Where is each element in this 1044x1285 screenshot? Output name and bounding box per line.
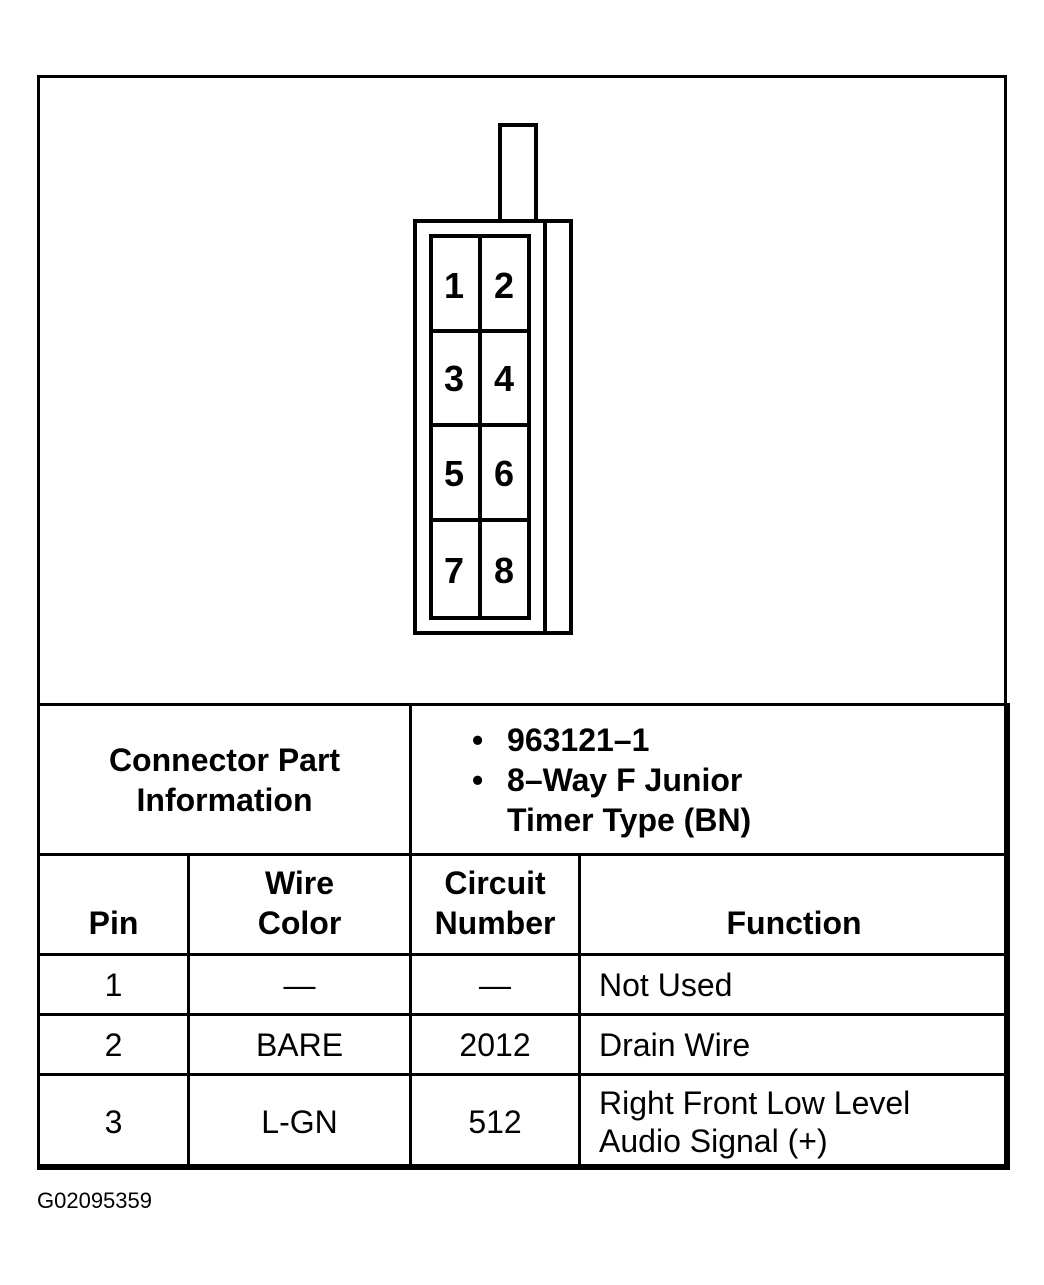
part-info-label-line2: Information [136, 781, 313, 818]
header-pin: Pin [37, 853, 190, 956]
part-info-row: Connector Part Information 963121–1 8–Wa… [36, 703, 1011, 856]
row-3-pin: 3 [37, 1073, 190, 1170]
column-header-row: Pin Wire Color Circuit Number Function [37, 853, 1011, 956]
row-3-wire-color: L-GN [186, 1073, 413, 1170]
table-row: 3 L-GN 512 Right Front Low Level Audio S… [37, 1073, 1011, 1170]
pin-6-label: 6 [494, 453, 514, 494]
header-circuit-number: Circuit Number [409, 853, 582, 956]
part-info-label-line1: Connector Part [108, 741, 341, 778]
header-wire-color-line2: Color [257, 905, 342, 941]
connector-type: 8–Way F Junior Timer Type (BN) [472, 760, 837, 840]
row-2-wire-color: BARE [186, 1013, 413, 1076]
pin-4-label: 4 [494, 358, 514, 399]
header-wire-color-line1: Wire [264, 865, 335, 901]
row-1-pin: 1 [37, 953, 190, 1016]
pin-1-label: 1 [444, 265, 464, 306]
row-1-wire-color: — [186, 953, 413, 1016]
connector-diagram: 1 2 3 4 5 6 7 8 [40, 78, 1004, 703]
pin-7-label: 7 [444, 550, 464, 591]
pin-3-label: 3 [444, 358, 464, 399]
row-2-function: Drain Wire [578, 1013, 1011, 1076]
row-2-circuit: 2012 [409, 1013, 582, 1076]
pin-2-label: 2 [494, 265, 514, 306]
connector-tab [498, 123, 538, 223]
row-1-function: Not Used [578, 953, 1011, 1016]
part-info-bullets: 963121–1 8–Way F Junior Timer Type (BN) [409, 703, 1011, 856]
row-3-circuit: 512 [409, 1073, 582, 1170]
header-circuit-line2: Number [434, 905, 556, 941]
table-row: 1 — — Not Used [37, 953, 1011, 1016]
table-row: 2 BARE 2012 Drain Wire [37, 1013, 1011, 1076]
connector-figure-frame: 1 2 3 4 5 6 7 8 Connector Part Informati… [36, 75, 1011, 1170]
connector-drawing: 1 2 3 4 5 6 7 8 [413, 123, 573, 635]
row-3-function: Right Front Low Level Audio Signal (+) [578, 1073, 1011, 1170]
pin-8-label: 8 [494, 550, 514, 591]
part-number: 963121–1 [472, 720, 1007, 760]
figure-id: G02095359 [37, 1188, 152, 1213]
row-2-pin: 2 [37, 1013, 190, 1076]
connector-info-table: Connector Part Information 963121–1 8–Wa… [36, 703, 1011, 1170]
row-3-function-line2: Audio Signal (+) [599, 1122, 828, 1159]
part-info-label: Connector Part Information [36, 703, 413, 856]
row-1-circuit: — [409, 953, 582, 1016]
header-function: Function [578, 853, 1011, 956]
pin-5-label: 5 [444, 453, 464, 494]
header-wire-color: Wire Color [186, 853, 413, 956]
header-circuit-line1: Circuit [444, 865, 546, 901]
row-3-function-line1: Right Front Low Level [599, 1084, 911, 1121]
